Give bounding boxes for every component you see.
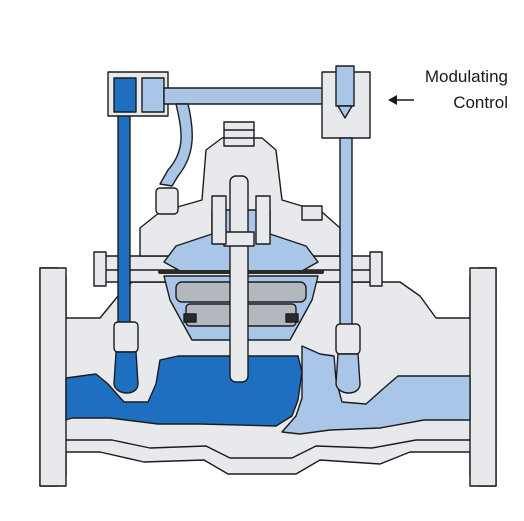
stem-cap [223, 121, 255, 147]
callout-line-1: Modulating [424, 67, 508, 86]
callout-line-2: Control [453, 93, 508, 112]
right-bottom-nut [335, 323, 361, 355]
top-pipe [163, 87, 341, 105]
cover-plug [301, 205, 323, 221]
right-control-tube [339, 137, 353, 329]
right-flange [469, 267, 497, 487]
cover-bolt-right [255, 195, 271, 245]
left-bottom-nut [113, 321, 139, 353]
bolt-right [369, 251, 383, 287]
stem-nut [223, 231, 255, 247]
left-arrow-icon [388, 95, 414, 105]
cover-bolt-left [211, 195, 227, 245]
seat-ring-right [285, 313, 299, 323]
left-flange [39, 267, 67, 487]
cover-supply-tube [159, 103, 193, 187]
cover-tube-nut [155, 187, 179, 215]
bolt-left [93, 251, 107, 287]
body-bottom-contour [65, 439, 471, 459]
outlet-chamber [281, 345, 471, 435]
valve-stem [229, 175, 249, 383]
left-control-tube [117, 103, 131, 327]
left-bottom-elbow [113, 351, 139, 394]
modulating-control-label: Modulating Control [388, 64, 508, 116]
right-bottom-elbow [335, 353, 361, 394]
seat-ring-left [183, 313, 197, 323]
